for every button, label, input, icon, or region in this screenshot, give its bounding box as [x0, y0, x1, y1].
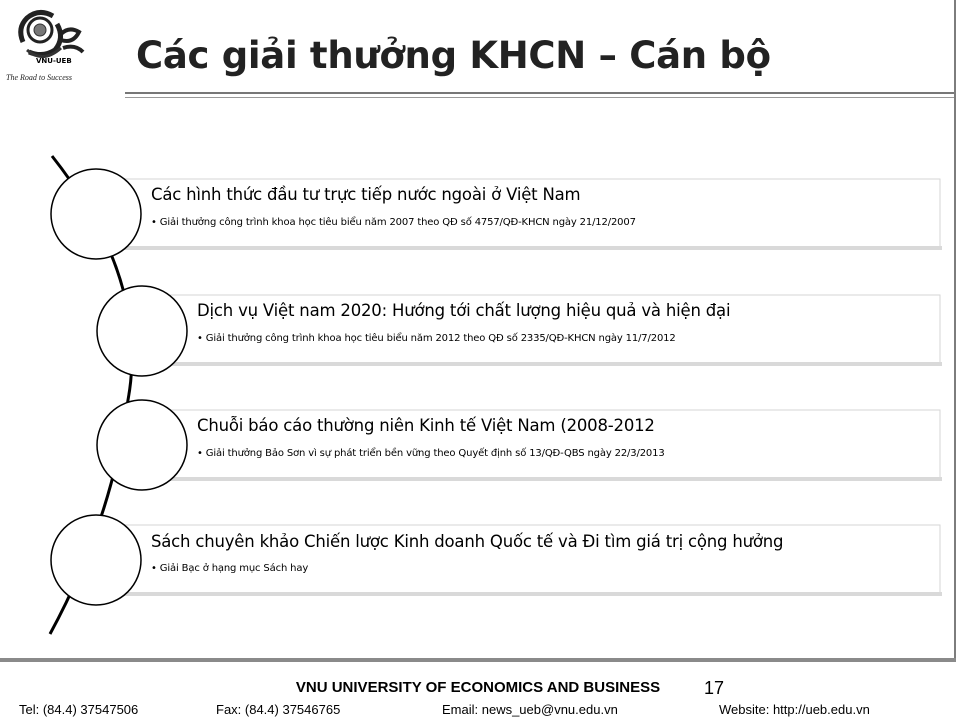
item-box-shadow-4 — [96, 592, 942, 596]
item-circle-2 — [96, 285, 188, 377]
item-box-shadow-2 — [142, 362, 942, 366]
item-box-shadow-3 — [142, 477, 942, 481]
footer-tel: Tel: (84.4) 37547506 — [19, 702, 139, 717]
footer-divider — [0, 658, 956, 662]
title-underline — [125, 92, 954, 94]
item-subtitle-1: • Giải thưởng công trình khoa học tiêu b… — [151, 217, 636, 228]
footer-email: Email: news_ueb@vnu.edu.vn — [442, 702, 618, 717]
item-box-3 — [139, 409, 941, 479]
item-box-2 — [139, 294, 941, 364]
item-subtitle-4: • Giải Bạc ở hạng mục Sách hay — [151, 563, 309, 574]
item-circle-1 — [50, 168, 142, 260]
page-number: 17 — [704, 678, 725, 698]
item-title-2: Dịch vụ Việt nam 2020: Hướng tới chất lư… — [197, 301, 731, 320]
slide-frame — [954, 0, 956, 658]
item-circle-3 — [96, 399, 188, 491]
item-subtitle-2: • Giải thưởng công trình khoa học tiêu b… — [197, 333, 676, 344]
item-box-4 — [93, 524, 941, 594]
footer-university: VNU UNIVERSITY OF ECONOMICS AND BUSINESS — [295, 679, 661, 696]
university-logo — [18, 10, 85, 58]
logo-tagline: The Road to Success — [6, 73, 72, 82]
item-title-1: Các hình thức đầu tư trực tiếp nước ngoà… — [151, 185, 581, 204]
item-box-1 — [93, 178, 941, 248]
logo-text: VNU-UEB — [36, 57, 72, 65]
item-subtitle-3: • Giải thưởng Bảo Sơn vì sự phát triển b… — [197, 448, 665, 459]
item-circle-4 — [50, 514, 142, 606]
footer-fax: Fax: (84.4) 37546765 — [216, 702, 341, 717]
item-title-3: Chuỗi báo cáo thường niên Kinh tế Việt N… — [197, 416, 655, 435]
footer-website[interactable]: Website: http://ueb.edu.vn — [719, 702, 870, 717]
title-underline-thin — [125, 97, 954, 98]
item-title-4: Sách chuyên khảo Chiến lược Kinh doanh Q… — [151, 532, 784, 551]
item-box-shadow-1 — [96, 246, 942, 250]
slide-title: Các giải thưởng KHCN – Cán bộ — [136, 34, 771, 77]
timeline-graphic — [48, 155, 942, 635]
